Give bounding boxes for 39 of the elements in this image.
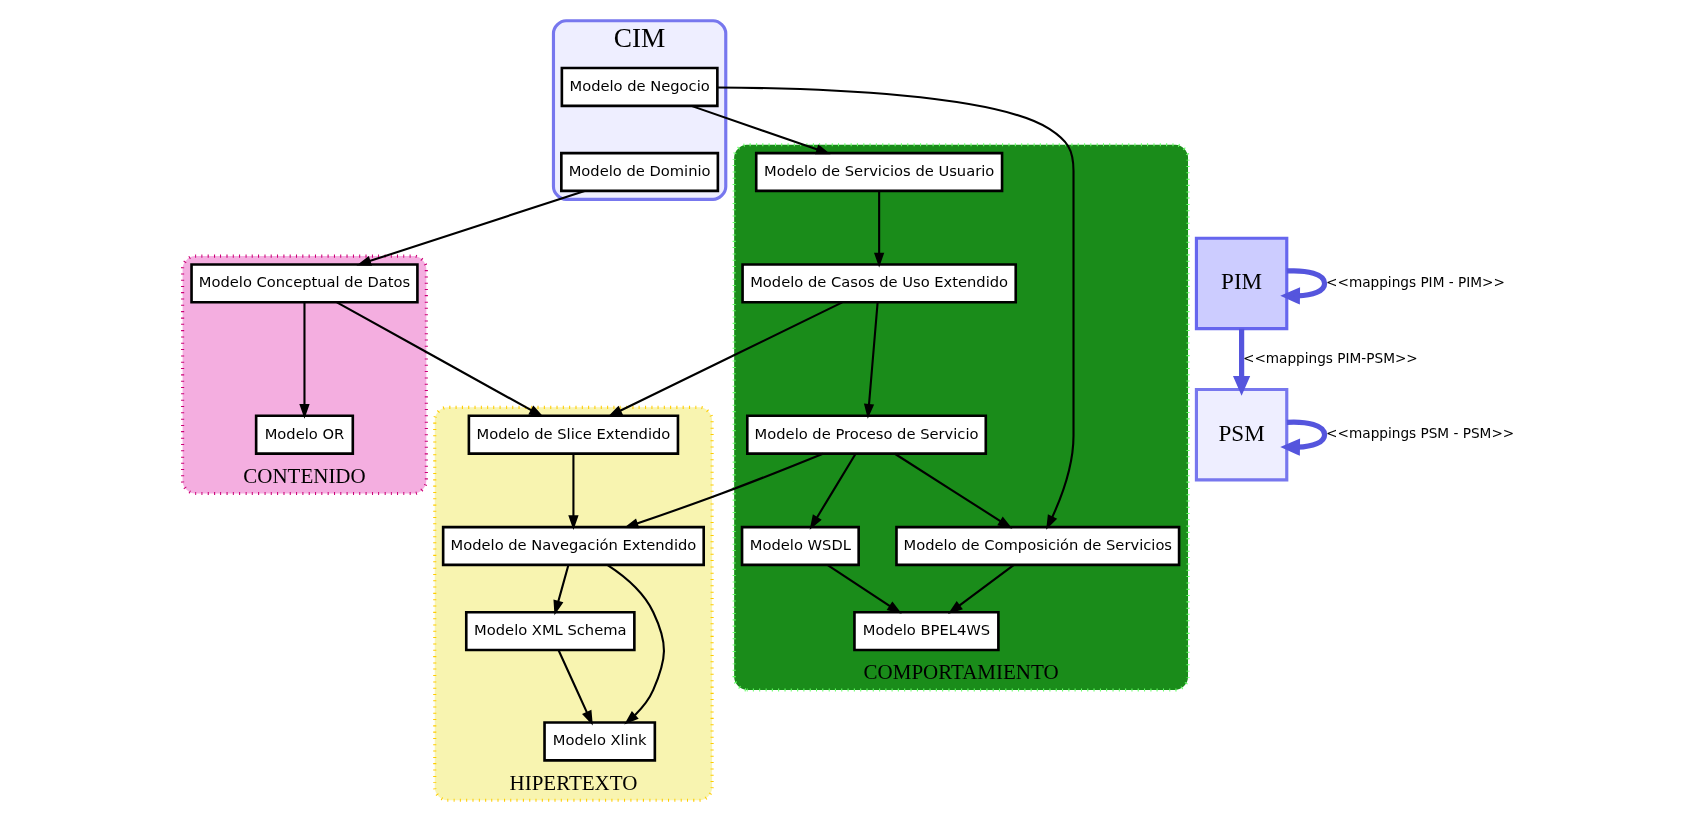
- node-box: Modelo Xlink: [542, 721, 656, 762]
- node-box: Modelo XML Schema: [464, 610, 636, 652]
- node-box: Modelo de Proceso de Servicio: [745, 414, 987, 455]
- arrow: [557, 649, 593, 726]
- node-box: Modelo de Casos de Uso Extendido: [740, 263, 1017, 304]
- node-box: Modelo de Navegación Extendido: [441, 525, 705, 567]
- arrow: [607, 301, 843, 417]
- arrow: [893, 452, 1012, 529]
- edge-label: <<mappings PIM-PSM>>: [1242, 349, 1418, 366]
- arrow: [947, 564, 1014, 614]
- node-box: Modelo de Composición de Servicios: [894, 525, 1180, 567]
- edge-label: <<mappings PSM - PSM>>: [1325, 425, 1514, 442]
- arrow: [1279, 268, 1327, 305]
- node-box: Modelo WSDL: [740, 525, 860, 567]
- edge-label: <<mappings PIM - PIM>>: [1325, 273, 1505, 290]
- node-box: Modelo Conceptual de Datos: [189, 263, 419, 304]
- arrow: [552, 564, 569, 616]
- arrow: [335, 301, 544, 418]
- arrow: [298, 302, 310, 419]
- node-box: Modelo BPEL4WS: [852, 610, 1000, 652]
- node-box: Modelo OR: [254, 414, 354, 455]
- arrow: [863, 302, 879, 419]
- arrow: [567, 453, 579, 531]
- node-box: PSM: [1194, 387, 1288, 482]
- arrow: [1279, 419, 1327, 456]
- arrow: [873, 191, 884, 268]
- arrow: [1232, 328, 1250, 396]
- arrow: [355, 190, 585, 266]
- node-box: Modelo de Slice Extendido: [467, 414, 679, 455]
- arrow: [716, 86, 1075, 530]
- node-box: PIM: [1194, 236, 1288, 331]
- node-box: Modelo de Servicios de Usuario: [754, 151, 1003, 193]
- arrow: [809, 453, 856, 530]
- arrow: [826, 564, 902, 614]
- node-box: Modelo de Negocio: [560, 66, 719, 108]
- arrow: [606, 564, 665, 725]
- node-box: Modelo de Dominio: [559, 151, 719, 193]
- arrow: [623, 452, 823, 529]
- arrow: [690, 104, 831, 155]
